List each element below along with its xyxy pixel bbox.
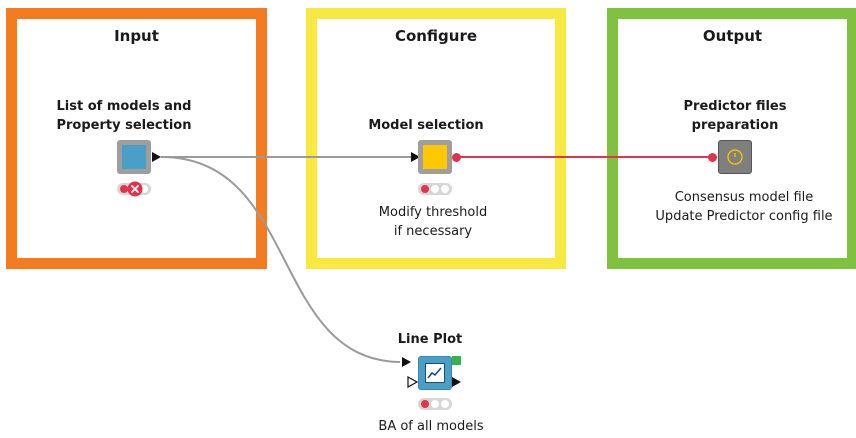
component-node-icon — [423, 145, 447, 169]
node-label-predictor-line2: preparation — [691, 118, 779, 133]
status-traffic-light-line-plot — [418, 398, 452, 410]
node-label-line-plot: Line Plot — [397, 332, 463, 347]
node-description-predictor: Consensus model file Update Predictor co… — [634, 188, 854, 226]
output-port-model-selection[interactable] — [452, 153, 461, 162]
node-description-model-selection: Modify threshold if necessary — [323, 203, 543, 241]
node-model-selection[interactable] — [418, 140, 452, 174]
output-port-line-plot-image[interactable] — [452, 356, 461, 365]
node-label-predictor: Predictor files preparation — [635, 97, 835, 135]
node-description-model-selection-line1: Modify threshold — [378, 205, 488, 220]
annotation-input: Input — [6, 8, 267, 269]
input-port-model-selection[interactable] — [411, 152, 420, 162]
node-predictor[interactable] — [718, 140, 752, 174]
annotation-title-output: Output — [702, 27, 763, 45]
node-description-predictor-line2: Update Predictor config file — [655, 209, 833, 224]
error-icon — [127, 181, 143, 197]
output-port-models[interactable] — [152, 152, 161, 162]
line-plot-icon — [425, 363, 445, 383]
metanode-icon — [727, 149, 743, 165]
status-traffic-light-model-selection — [418, 183, 452, 195]
annotation-output: Output — [607, 8, 856, 269]
input-port-line-plot-color-model[interactable] — [407, 376, 419, 388]
node-label-models: List of models and Property selection — [24, 97, 224, 135]
annotation-title-input: Input — [114, 27, 159, 45]
node-description-line-plot: BA of all models — [378, 419, 484, 434]
output-port-line-plot-data[interactable] — [452, 377, 461, 387]
node-label-models-line2: Property selection — [56, 118, 192, 133]
node-models[interactable] — [117, 140, 151, 174]
annotation-title-configure: Configure — [394, 27, 478, 45]
node-label-model-selection: Model selection — [368, 118, 484, 133]
node-label-models-line1: List of models and — [56, 99, 192, 114]
input-port-line-plot-data[interactable] — [402, 357, 411, 367]
input-port-predictor[interactable] — [708, 153, 717, 162]
node-description-predictor-line1: Consensus model file — [674, 190, 814, 205]
node-line-plot[interactable] — [418, 356, 452, 390]
table-creator-icon — [122, 145, 146, 169]
node-description-model-selection-line2: if necessary — [393, 224, 473, 239]
node-label-predictor-line1: Predictor files — [683, 99, 787, 114]
